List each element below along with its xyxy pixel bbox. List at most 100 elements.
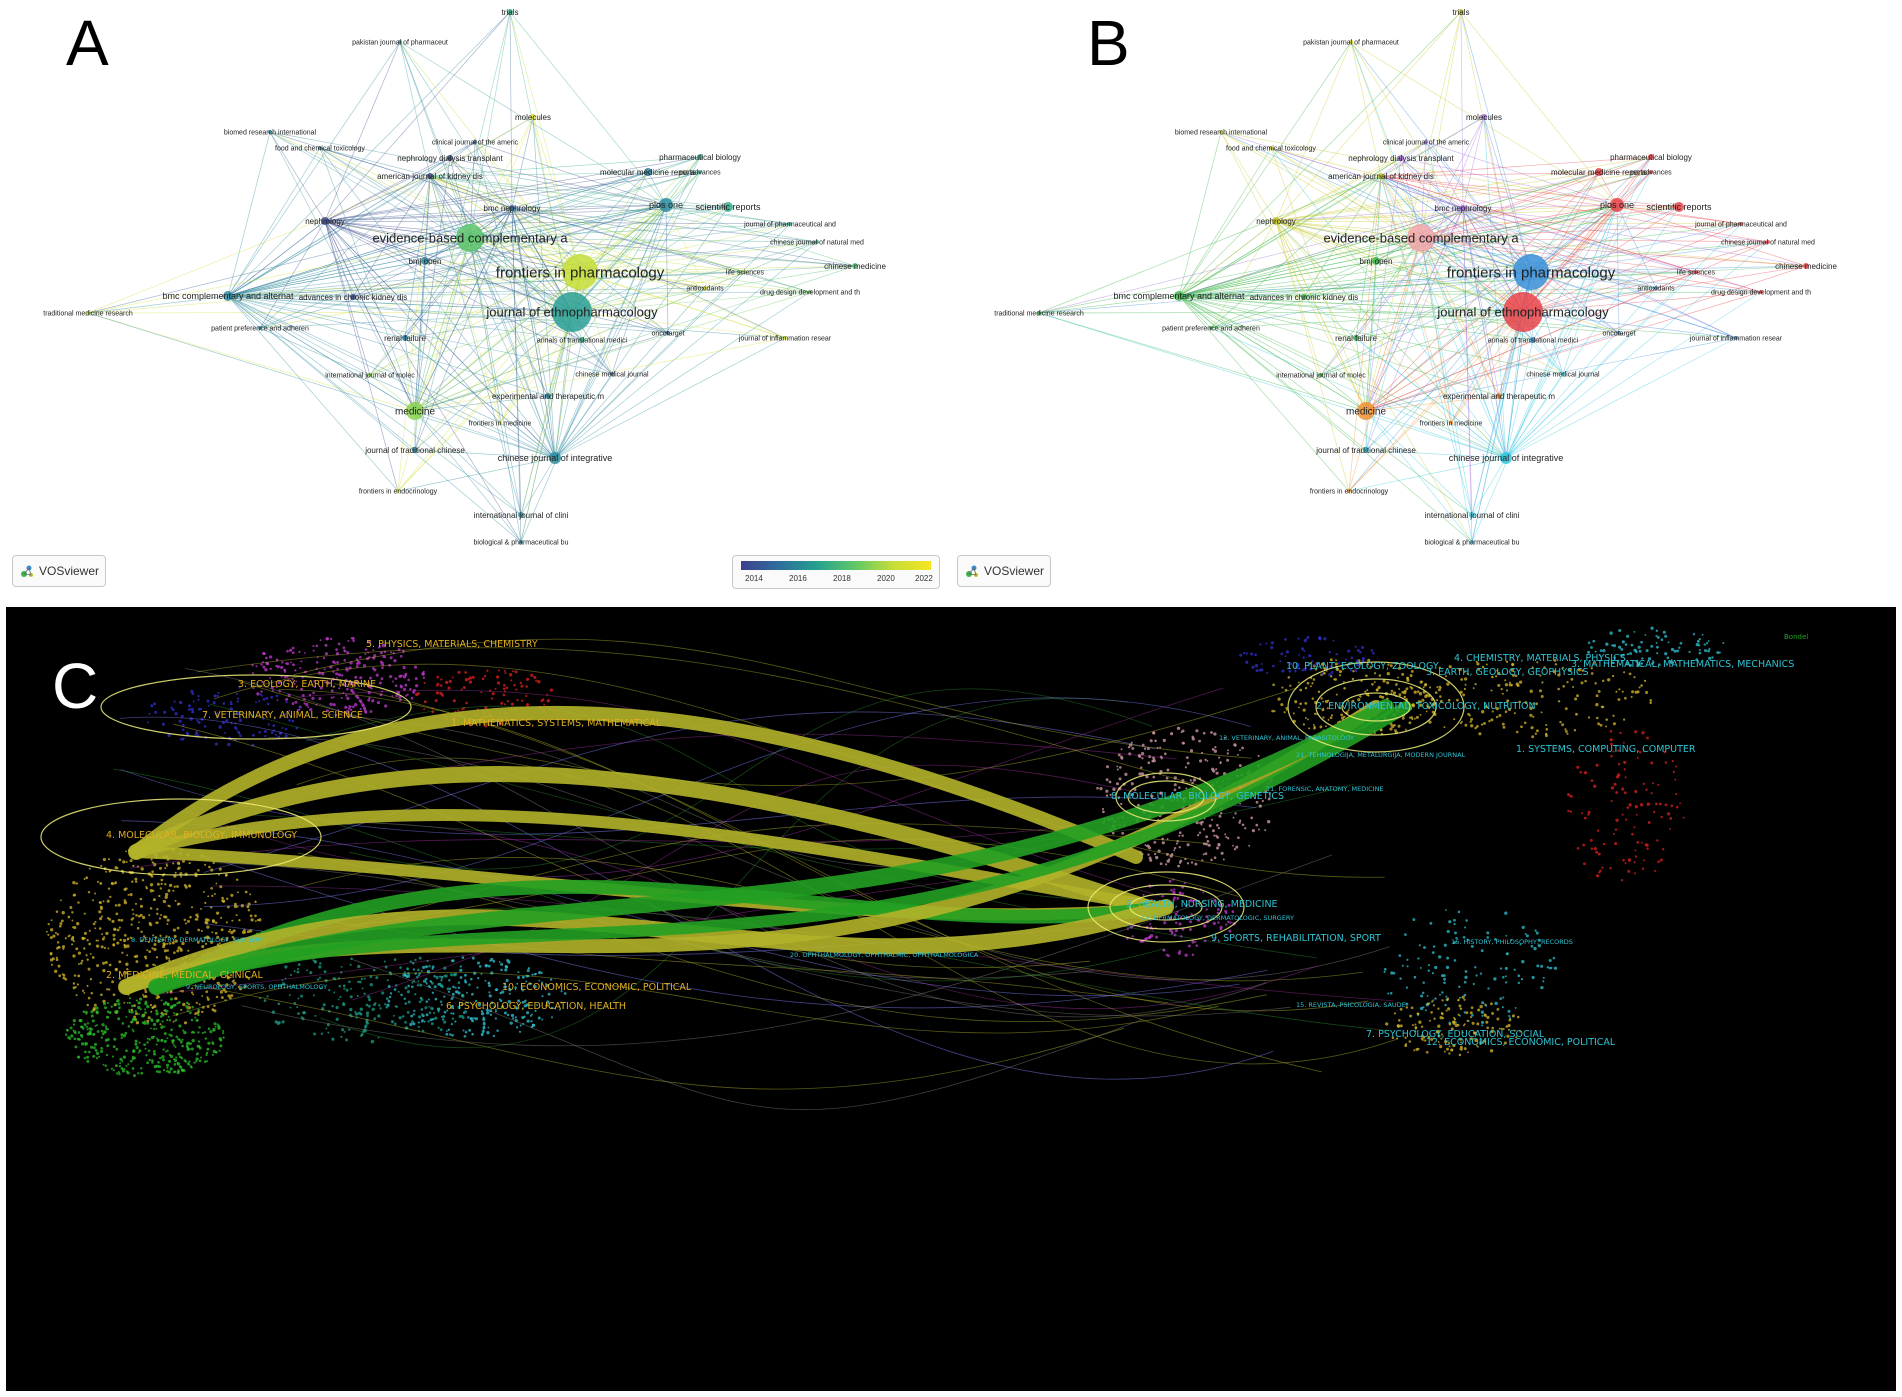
map-point (342, 646, 346, 650)
map-point (441, 1018, 445, 1021)
map-point (414, 677, 418, 681)
map-point (389, 675, 393, 679)
map-point (393, 1022, 397, 1026)
map-point (291, 685, 294, 688)
map-point (218, 725, 222, 729)
map-point (157, 939, 161, 943)
network-edge (1178, 237, 1422, 297)
map-point (85, 954, 88, 957)
map-point (1404, 1036, 1407, 1039)
citation-curve (196, 647, 1229, 795)
journal-node (666, 331, 670, 335)
map-point (71, 943, 74, 946)
network-edge (571, 223, 791, 313)
map-point (1466, 938, 1470, 942)
map-point (503, 703, 507, 706)
map-point (1624, 818, 1628, 821)
journal-label: evidence-based complementary a (1323, 231, 1519, 246)
map-point (196, 719, 199, 722)
network-edge (1365, 265, 1807, 412)
map-point (1261, 799, 1264, 803)
map-point (106, 916, 110, 920)
network-edge (1400, 157, 1464, 209)
colorbar-tick: 2018 (833, 574, 851, 583)
map-point (148, 712, 151, 715)
network-edge (227, 295, 613, 375)
network-edge (1380, 175, 1532, 273)
map-point (1623, 760, 1627, 764)
map-point (1669, 827, 1672, 830)
map-point (101, 1032, 105, 1036)
map-point (1609, 729, 1613, 733)
network-edge (554, 241, 818, 459)
journal-label: biological & pharmaceutical bu (1425, 539, 1520, 546)
map-point (1232, 844, 1235, 847)
map-point (1595, 763, 1599, 767)
map-point (1480, 723, 1484, 726)
map-point (72, 1019, 76, 1023)
map-point (1439, 695, 1442, 698)
map-point (336, 676, 339, 679)
map-point (390, 651, 393, 654)
map-point (1191, 940, 1195, 944)
network-edge (1462, 207, 1807, 267)
cluster-ellipse (1087, 871, 1245, 943)
network-edge (1365, 410, 1507, 459)
discipline-label: 3. ECOLOGY, EARTH, MARINE (238, 679, 376, 690)
map-point (1479, 1041, 1483, 1045)
map-point (1294, 665, 1298, 669)
map-point (100, 1047, 103, 1050)
map-point (1532, 715, 1535, 718)
map-point (1557, 673, 1561, 677)
map-point (508, 988, 512, 992)
map-point (423, 1020, 426, 1023)
map-point (500, 701, 504, 705)
network-edge (1420, 237, 1500, 397)
network-edge (1275, 41, 1352, 222)
map-point (1118, 777, 1122, 781)
map-point (123, 934, 127, 937)
map-point (1481, 665, 1485, 669)
map-point (450, 1012, 453, 1015)
map-point (326, 637, 329, 641)
map-point (208, 865, 211, 869)
journal-node (519, 540, 523, 544)
map-point (534, 1009, 537, 1013)
map-point (1624, 643, 1628, 646)
map-point (125, 1065, 128, 1067)
map-point (238, 718, 243, 722)
map-point (516, 975, 521, 980)
map-point (1707, 649, 1710, 653)
map-point (1116, 768, 1119, 771)
network-edge (227, 295, 416, 451)
network-edge (404, 311, 573, 339)
map-point (1239, 653, 1243, 657)
point-clouds (45, 626, 1725, 1078)
map-point (1217, 826, 1221, 830)
map-point (218, 984, 222, 987)
map-point (1446, 1047, 1449, 1051)
map-point (178, 1024, 182, 1028)
map-point (545, 1004, 549, 1007)
map-point (1601, 866, 1604, 869)
map-point (185, 930, 189, 935)
map-point (352, 683, 356, 687)
map-point (322, 656, 326, 660)
map-point (457, 1005, 461, 1009)
map-point (1220, 851, 1224, 855)
map-point (1166, 954, 1170, 958)
map-point (403, 997, 407, 1001)
map-point (1590, 672, 1594, 675)
map-point (1225, 836, 1228, 839)
map-point (1452, 1044, 1456, 1048)
journal-node (1458, 9, 1464, 15)
map-point (1406, 958, 1409, 961)
map-point (1637, 750, 1640, 753)
map-point (1458, 1004, 1462, 1008)
network-edge (1530, 271, 1762, 293)
citation-curve (293, 638, 1252, 759)
map-point (1463, 687, 1467, 691)
map-point (1120, 755, 1123, 759)
map-point (384, 656, 387, 659)
